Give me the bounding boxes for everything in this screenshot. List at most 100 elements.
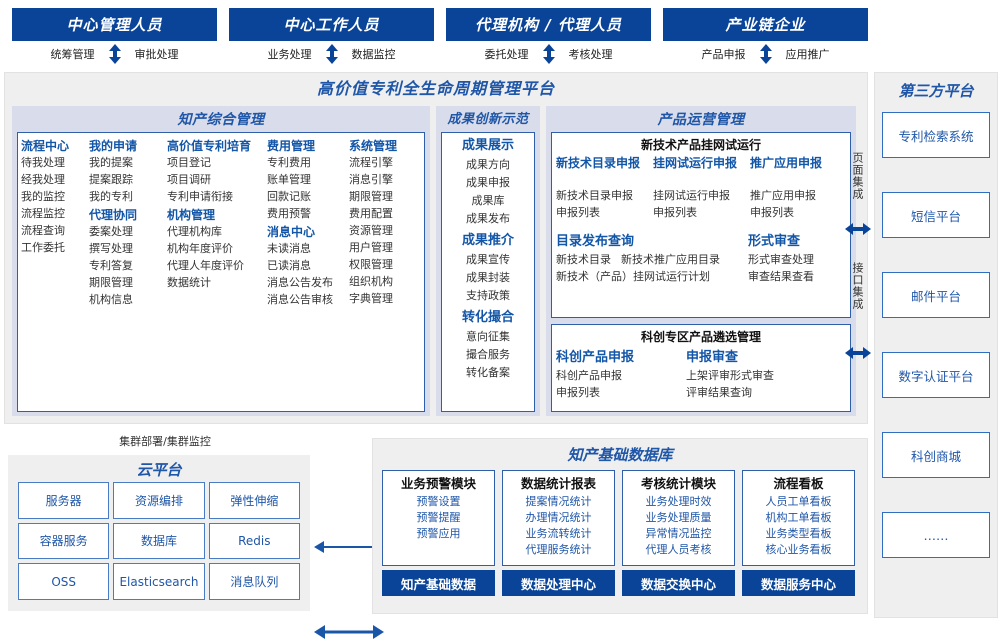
ip-menu-item[interactable]: 消息公告审核 bbox=[267, 293, 333, 306]
db-item[interactable]: 异常情况监控 bbox=[645, 527, 712, 540]
sci-tech-group-head[interactable]: 申报审查 bbox=[686, 350, 739, 365]
ip-menu-item[interactable]: 费用配置 bbox=[349, 207, 393, 220]
third-party-item-5[interactable]: …… bbox=[882, 512, 990, 558]
catalog-publish-item[interactable]: 新技术（产品）挂网试运行计划 bbox=[556, 270, 710, 283]
ip-menu-item[interactable]: 权限管理 bbox=[349, 258, 393, 271]
ip-menu-item[interactable]: 代理机构库 bbox=[167, 225, 222, 238]
db-footer-1[interactable]: 数据处理中心 bbox=[502, 570, 615, 596]
cloud-cell-7[interactable]: Elasticsearch bbox=[113, 563, 205, 600]
ip-menu-item[interactable]: 代理人年度评价 bbox=[167, 259, 244, 272]
ip-menu-item[interactable]: 我的提案 bbox=[89, 156, 133, 169]
ip-group-head[interactable]: 我的申请 bbox=[89, 139, 138, 153]
cloud-cell-4[interactable]: 数据库 bbox=[113, 522, 205, 560]
ip-menu-item[interactable]: 数据统计 bbox=[167, 276, 211, 289]
db-item[interactable]: 人员工单看板 bbox=[765, 495, 832, 508]
formal-review-item[interactable]: 形式审查处理 bbox=[748, 253, 814, 266]
product-ops-group-head[interactable]: 挂网试运行申报 bbox=[653, 156, 738, 170]
ip-menu-item[interactable]: 专利费用 bbox=[267, 156, 311, 169]
db-footer-0[interactable]: 知产基础数据 bbox=[382, 570, 495, 596]
db-footer-3[interactable]: 数据服务中心 bbox=[742, 570, 855, 596]
achievement-menu-item[interactable]: 成果宣传 bbox=[466, 253, 510, 266]
ip-menu-item[interactable]: 撰写处理 bbox=[89, 242, 133, 255]
cloud-cell-3[interactable]: 容器服务 bbox=[18, 522, 110, 560]
ip-group-head[interactable]: 费用管理 bbox=[267, 139, 316, 153]
ip-menu-item[interactable]: 专利答复 bbox=[89, 259, 133, 272]
catalog-publish-item[interactable]: 新技术推广应用目录 bbox=[621, 253, 720, 266]
cloud-cell-6[interactable]: OSS bbox=[18, 563, 110, 600]
ip-menu-item[interactable]: 工作委托 bbox=[21, 241, 65, 254]
db-item[interactable]: 提案情况统计 bbox=[525, 495, 592, 508]
ip-group-head[interactable]: 高价值专利培育 bbox=[167, 139, 252, 153]
ip-group-head[interactable]: 流程中心 bbox=[21, 139, 70, 153]
achievement-group-head[interactable]: 转化撮合 bbox=[461, 310, 514, 325]
ip-menu-item[interactable]: 用户管理 bbox=[349, 241, 393, 254]
ip-menu-item[interactable]: 字典管理 bbox=[349, 292, 393, 305]
cloud-cell-2[interactable]: 弹性伸缩 bbox=[208, 482, 300, 519]
ip-menu-item[interactable]: 期限管理 bbox=[89, 276, 133, 289]
role-header-3[interactable]: 产业链企业 bbox=[663, 8, 868, 41]
formal-review-head[interactable]: 形式审查 bbox=[748, 234, 801, 249]
third-party-item-3[interactable]: 数字认证平台 bbox=[882, 352, 990, 398]
ip-menu-item[interactable]: 流程监控 bbox=[21, 207, 65, 220]
db-item[interactable]: 预警设置 bbox=[416, 495, 461, 508]
cloud-cell-8[interactable]: 消息队列 bbox=[208, 563, 300, 600]
db-item[interactable]: 业务类型看板 bbox=[765, 527, 832, 540]
db-item[interactable]: 预警应用 bbox=[416, 527, 461, 540]
ip-menu-item[interactable]: 我的专利 bbox=[89, 190, 133, 203]
ip-menu-item[interactable]: 组织机构 bbox=[349, 275, 393, 288]
role-header-2[interactable]: 代理机构 / 代理人员 bbox=[446, 8, 651, 41]
ip-menu-item[interactable]: 提案跟踪 bbox=[89, 173, 133, 186]
db-item[interactable]: 业务流转统计 bbox=[525, 527, 592, 540]
cloud-cell-5[interactable]: Redis bbox=[208, 522, 300, 560]
ip-menu-item[interactable]: 待我处理 bbox=[21, 156, 65, 169]
achievement-menu-item[interactable]: 成果申报 bbox=[466, 176, 510, 189]
db-item[interactable]: 机构工单看板 bbox=[765, 511, 832, 524]
third-party-item-4[interactable]: 科创商城 bbox=[882, 432, 990, 478]
achievement-menu-item[interactable]: 支持政策 bbox=[466, 289, 510, 302]
achievement-group-head[interactable]: 成果展示 bbox=[461, 138, 514, 153]
product-ops-menu-item[interactable]: 推广应用申报 bbox=[750, 189, 816, 202]
ip-group-head[interactable]: 机构管理 bbox=[167, 208, 216, 222]
ip-menu-item[interactable]: 机构年度评价 bbox=[167, 242, 233, 255]
db-item[interactable]: 核心业务看板 bbox=[765, 543, 832, 556]
sci-tech-menu-item[interactable]: 申报列表 bbox=[556, 386, 600, 399]
catalog-publish-head[interactable]: 目录发布查询 bbox=[556, 234, 635, 249]
db-item[interactable]: 业务处理时效 bbox=[645, 495, 712, 508]
achievement-menu-item[interactable]: 成果方向 bbox=[466, 158, 510, 171]
ip-menu-item[interactable]: 费用预警 bbox=[267, 207, 311, 220]
catalog-publish-item[interactable]: 新技术目录 bbox=[556, 253, 611, 266]
db-item[interactable]: 办理情况统计 bbox=[525, 511, 592, 524]
ip-menu-item[interactable]: 经我处理 bbox=[21, 173, 65, 186]
ip-menu-item[interactable]: 账单管理 bbox=[267, 173, 311, 186]
product-ops-menu-item[interactable]: 新技术目录申报 bbox=[556, 189, 633, 202]
formal-review-item[interactable]: 审查结果查看 bbox=[748, 270, 814, 283]
ip-menu-item[interactable]: 我的监控 bbox=[21, 190, 65, 203]
achievement-menu-item[interactable]: 成果封装 bbox=[466, 271, 510, 284]
ip-menu-item[interactable]: 专利申请衔接 bbox=[167, 190, 233, 203]
third-party-item-0[interactable]: 专利检索系统 bbox=[882, 112, 990, 158]
third-party-item-2[interactable]: 邮件平台 bbox=[882, 272, 990, 318]
ip-menu-item[interactable]: 消息公告发布 bbox=[267, 276, 333, 289]
achievement-menu-item[interactable]: 成果发布 bbox=[466, 212, 510, 225]
achievement-menu-item[interactable]: 意向征集 bbox=[466, 330, 510, 343]
cloud-cell-0[interactable]: 服务器 bbox=[18, 482, 110, 519]
ip-menu-item[interactable]: 项目调研 bbox=[167, 173, 211, 186]
ip-menu-item[interactable]: 流程引擎 bbox=[349, 156, 393, 169]
ip-group-head[interactable]: 代理协同 bbox=[89, 208, 138, 222]
sci-tech-group-head[interactable]: 科创产品申报 bbox=[556, 350, 635, 365]
ip-menu-item[interactable]: 未读消息 bbox=[267, 242, 311, 255]
ip-menu-item[interactable]: 项目登记 bbox=[167, 156, 211, 169]
db-item[interactable]: 代理服务统计 bbox=[525, 543, 592, 556]
ip-menu-item[interactable]: 回款记账 bbox=[267, 190, 311, 203]
cloud-cell-1[interactable]: 资源编排 bbox=[113, 482, 205, 519]
role-header-0[interactable]: 中心管理人员 bbox=[12, 8, 217, 41]
ip-menu-item[interactable]: 委案处理 bbox=[89, 225, 133, 238]
third-party-item-1[interactable]: 短信平台 bbox=[882, 192, 990, 238]
achievement-menu-item[interactable]: 转化备案 bbox=[466, 366, 510, 379]
product-ops-menu-item[interactable]: 申报列表 bbox=[750, 206, 794, 219]
db-item[interactable]: 预警提醒 bbox=[416, 511, 461, 524]
role-header-1[interactable]: 中心工作人员 bbox=[229, 8, 434, 41]
ip-menu-item[interactable]: 流程查询 bbox=[21, 224, 65, 237]
product-ops-menu-item[interactable]: 申报列表 bbox=[653, 206, 697, 219]
ip-menu-item[interactable]: 已读消息 bbox=[267, 259, 311, 272]
